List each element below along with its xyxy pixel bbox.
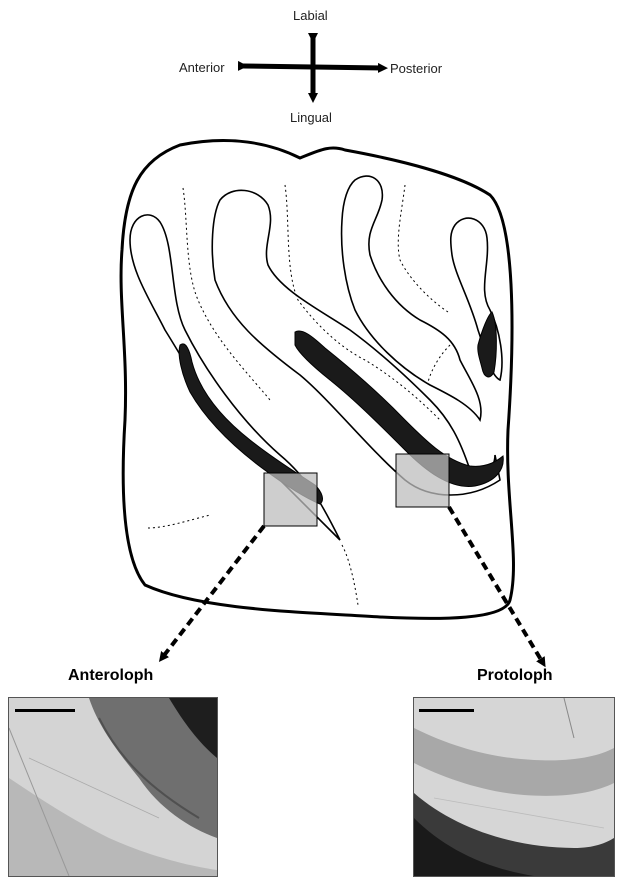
label-labial: Labial [293, 8, 328, 23]
anteroloph-scale-bar [15, 709, 75, 712]
label-anterior: Anterior [179, 60, 225, 75]
label-lingual: Lingual [290, 110, 332, 125]
anteroloph-title: Anteroloph [68, 667, 153, 685]
protoloph-micrograph [413, 697, 615, 877]
label-posterior: Posterior [390, 61, 442, 76]
anteroloph-inset-box [264, 473, 317, 526]
protoloph-inset-box [396, 454, 449, 507]
tooth-outline [121, 141, 513, 619]
protoloph-scale-bar [419, 709, 474, 712]
protoloph-title: Protoloph [477, 667, 553, 685]
anteroloph-micrograph [8, 697, 218, 877]
orientation-compass [243, 38, 383, 98]
compass-horizontal-arrow [243, 66, 383, 68]
